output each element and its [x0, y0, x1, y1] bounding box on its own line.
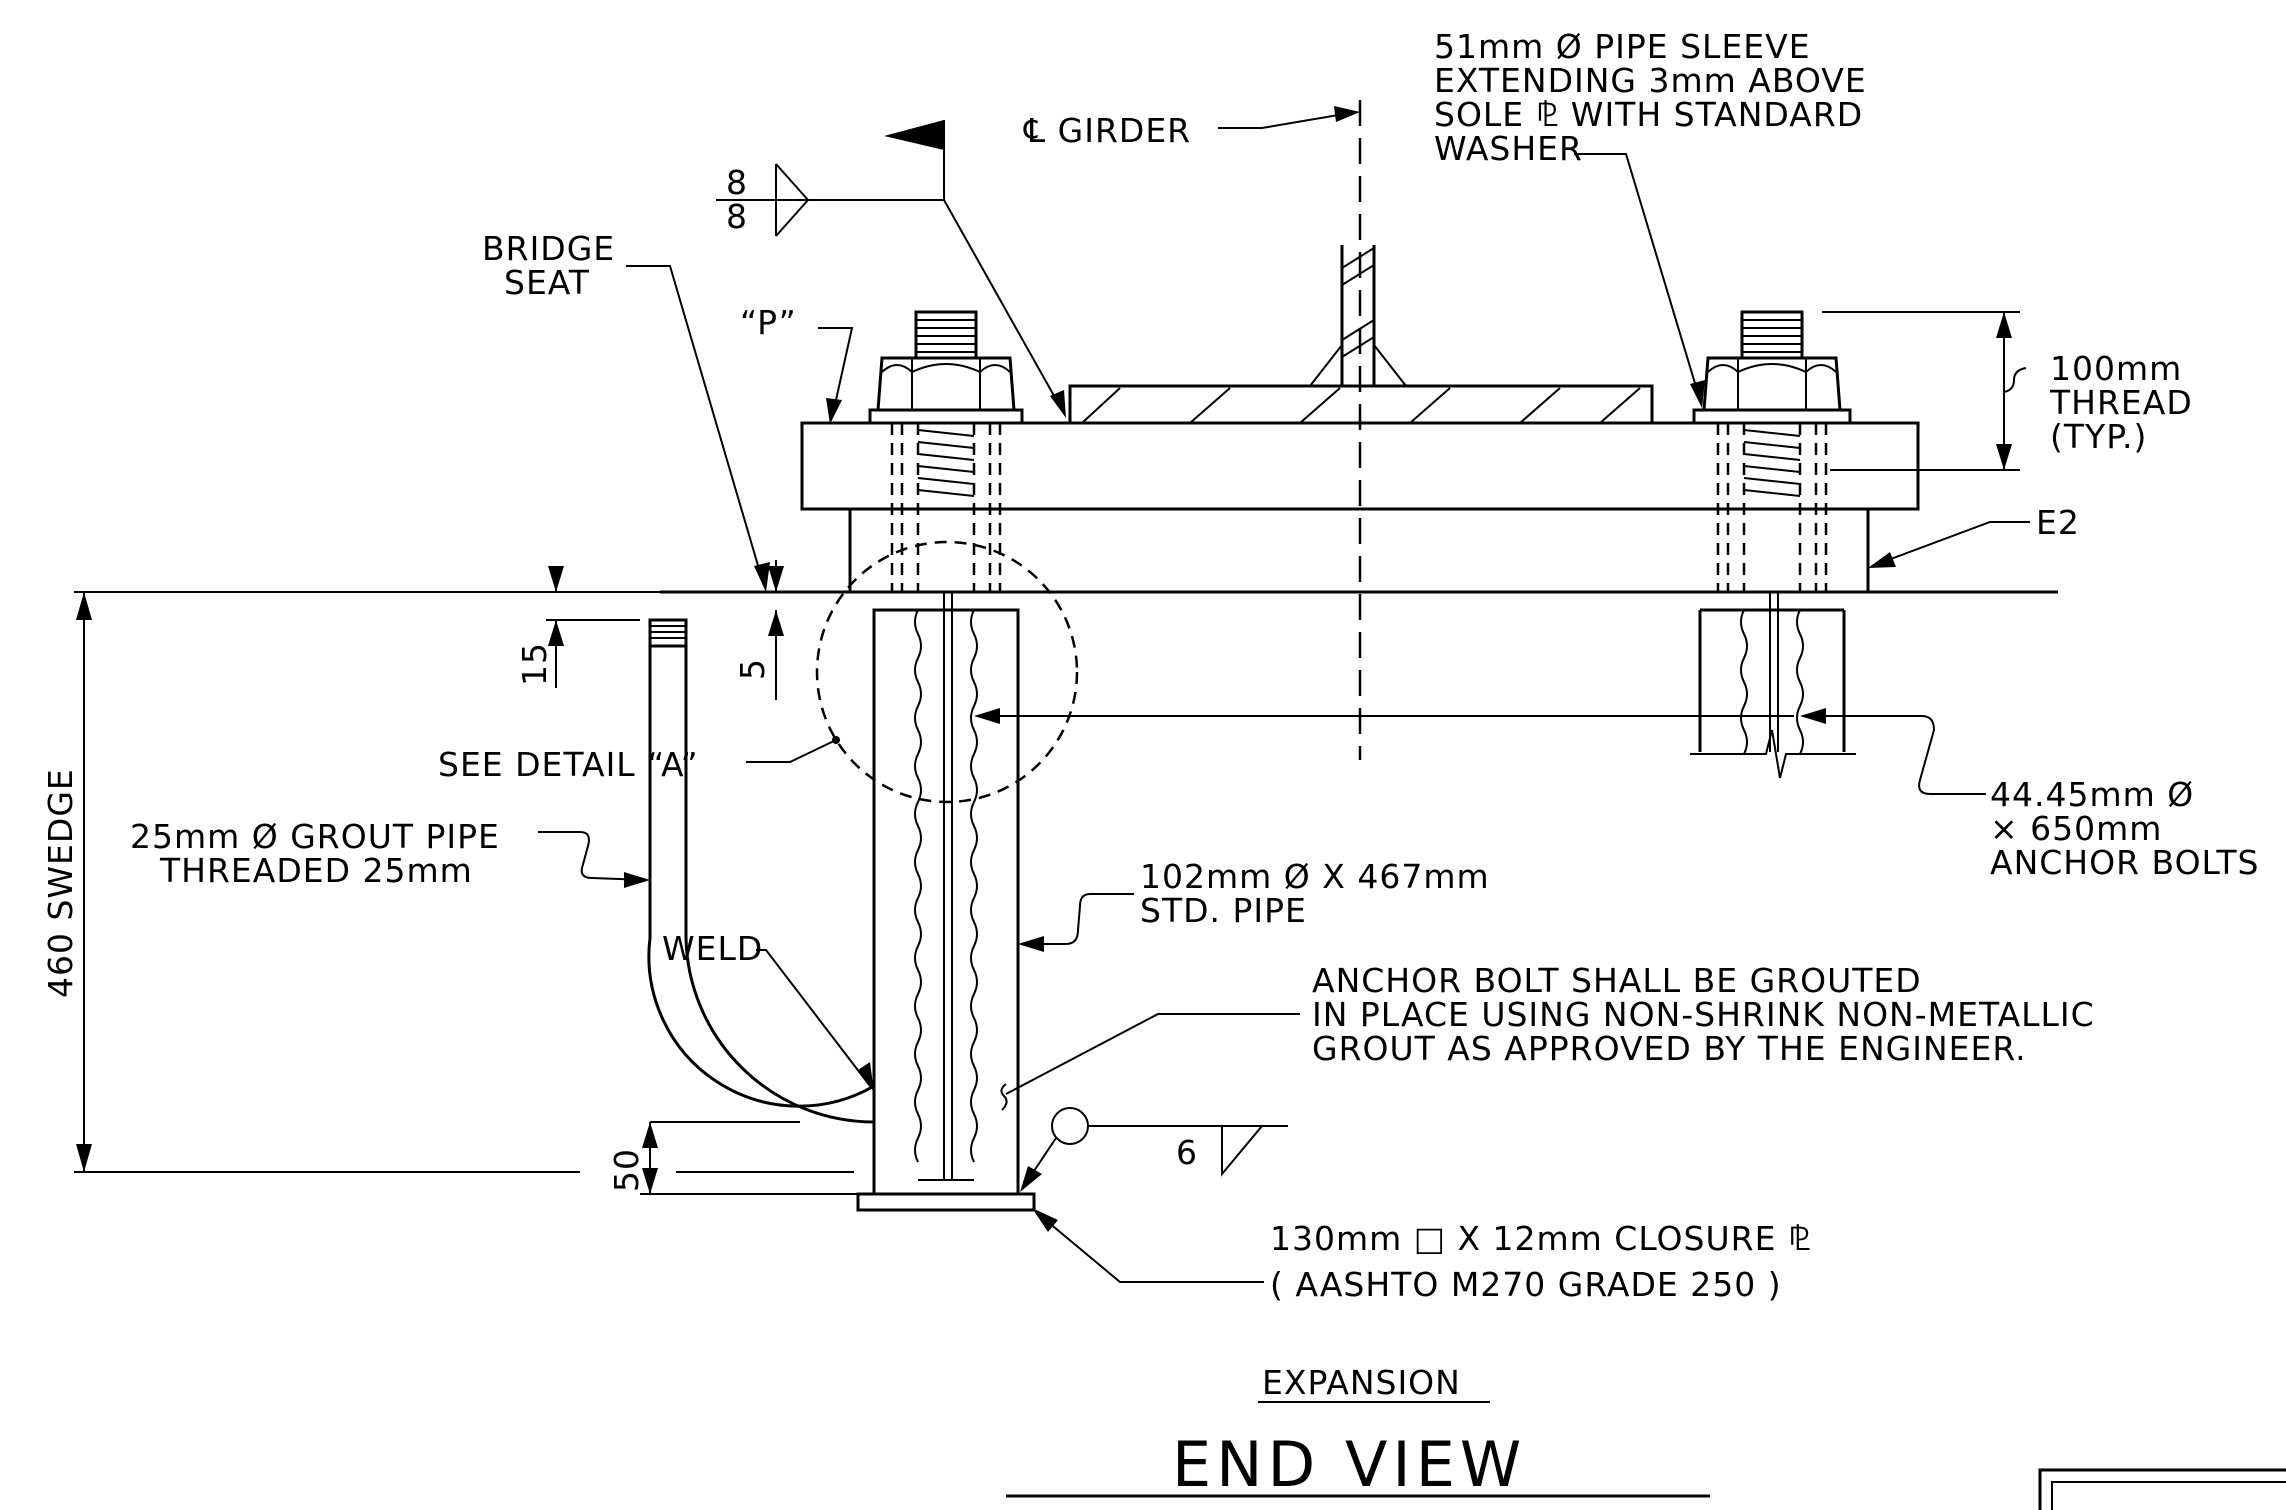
see-detail-leader: [746, 736, 840, 763]
grout-note-line-2: IN PLACE USING NON-SHRINK NON-METALLIC: [1312, 995, 2095, 1034]
p-label: “P”: [740, 303, 797, 342]
anchor-bolts-line-1: 44.45mm Ø: [1990, 775, 2194, 814]
left-anchor-bolt: [868, 310, 1024, 592]
std-pipe-line-1: 102mm Ø X 467mm: [1140, 857, 1490, 896]
pipe-sleeve-line-4: WASHER: [1434, 129, 1583, 168]
weld-leader: [756, 949, 874, 1092]
elastomeric-bearing-e2: [848, 507, 1870, 594]
anchor-bolts-line-3: ANCHOR BOLTS: [1990, 843, 2260, 882]
std-pipe-line-2: STD. PIPE: [1140, 891, 1307, 930]
fillet-weld-size: 6: [1176, 1133, 1198, 1172]
e2-label: E2: [2036, 503, 2080, 542]
bridge-seat-line-2: SEAT: [504, 263, 590, 302]
closure-plate-line-2: ( AASHTO M270 GRADE 250 ): [1270, 1265, 1782, 1304]
see-detail-label: SEE DETAIL “A”: [438, 745, 699, 784]
girder-leader: [1218, 106, 1360, 129]
bridge-seat-leader: [626, 265, 770, 592]
pipe-sleeve-line-3: SOLE ⅊ WITH STANDARD: [1434, 95, 1863, 134]
girder-label: ℄ GIRDER: [1023, 111, 1191, 150]
grout-note-line-3: GROUT AS APPROVED BY THE ENGINEER.: [1312, 1029, 2027, 1068]
closure-plate-line-1: 130mm □ X 12mm CLOSURE ⅊: [1270, 1219, 1812, 1258]
right-anchor-bolt: [1690, 310, 1856, 779]
grout-pipe: [647, 618, 875, 1124]
grout-note-leader: [1000, 1013, 1300, 1111]
pipe-sleeve-leader: [1574, 153, 1705, 408]
anchor-bolts-line-2: × 650mm: [1990, 809, 2162, 848]
std-pipe-leader: [1018, 893, 1134, 952]
closure-plate-leader: [1032, 1208, 1264, 1283]
e2-leader: [1868, 521, 2030, 568]
anchor-bolt-leader: [974, 708, 1986, 795]
dimension-50: [640, 1121, 858, 1195]
weld-size-bottom: 8: [726, 197, 748, 236]
swedge-label: 460 SWEDGE: [41, 768, 80, 998]
grout-pipe-line-1: 25mm Ø GROUT PIPE: [130, 817, 500, 856]
dim-5-label: 5: [733, 658, 772, 680]
weld-size-top: 8: [726, 163, 748, 202]
thread-label-2: THREAD: [2049, 383, 2193, 422]
thread-label-1: 100mm: [2050, 349, 2182, 388]
weld-label: WELD: [662, 929, 763, 968]
dimension-15: [546, 566, 640, 688]
dim-15-label: 15: [515, 642, 554, 686]
pipe-sleeve-line-2: EXTENDING 3mm ABOVE: [1434, 61, 1867, 100]
grout-pipe-leader: [538, 831, 650, 888]
title-main: END VIEW: [1172, 1428, 1526, 1501]
thread-label-3: (TYP.): [2050, 417, 2147, 456]
pipe-sleeve-line-1: 51mm Ø PIPE SLEEVE: [1434, 27, 1811, 66]
dimension-thread: [1822, 311, 2027, 471]
fillet-weld-symbol-6: [1020, 1107, 1288, 1192]
title-block-corner: [2038, 1468, 2286, 1510]
grout-pipe-line-2: THREADED 25mm: [159, 851, 473, 890]
dimension-460-swedge: [74, 592, 854, 1173]
std-pipe: [872, 592, 1020, 1196]
closure-plate: [856, 1192, 1036, 1212]
bridge-seat-line-1: BRIDGE: [482, 229, 615, 268]
detail-a-circle: [815, 540, 1079, 804]
title-subtitle: EXPANSION: [1262, 1363, 1461, 1402]
dimension-5: [768, 560, 784, 700]
p-leader: [818, 327, 854, 424]
weld-symbol-8: [716, 120, 1066, 418]
dim-50-label: 50: [607, 1148, 646, 1192]
grout-note-line-1: ANCHOR BOLT SHALL BE GROUTED: [1312, 961, 1922, 1000]
